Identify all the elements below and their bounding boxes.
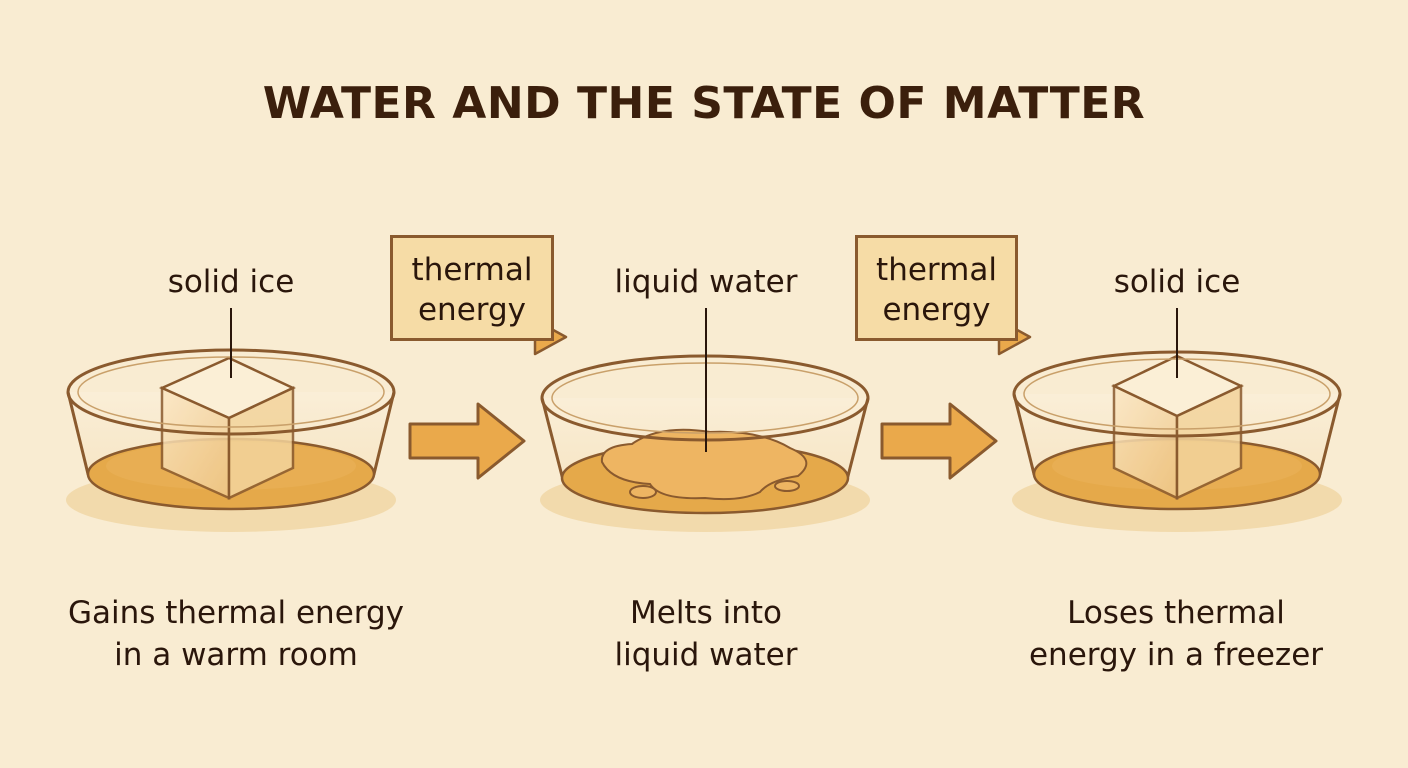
caption-line2: energy in a freezer — [1028, 637, 1324, 673]
melt-puddle — [600, 428, 808, 501]
stage-label-1: solid ice — [167, 264, 295, 300]
thermal-energy-box-2: thermal energy — [855, 235, 1018, 341]
page-title: WATER AND THE STATE OF MATTER — [262, 78, 1146, 129]
stage-label-2: liquid water — [614, 264, 798, 300]
stage-label-3: solid ice — [1113, 264, 1241, 300]
ice-cube-2 — [1111, 354, 1244, 500]
water-droplet — [774, 480, 800, 492]
caption-line1: Gains thermal energy — [67, 595, 405, 631]
dish-1 — [66, 308, 396, 532]
stage-caption-3: Loses thermal energy in a freezer — [986, 592, 1366, 676]
energy-box-line1: thermal — [876, 252, 997, 288]
ice-cube-1 — [158, 356, 296, 500]
stage-caption-1: Gains thermal energy in a warm room — [36, 592, 436, 676]
water-droplet — [629, 485, 657, 499]
caption-line1: Melts into — [630, 595, 782, 631]
thermal-energy-box-1: thermal energy — [390, 235, 554, 341]
arrow-right-1 — [408, 402, 526, 480]
dish-2 — [540, 308, 870, 532]
energy-box-line2: energy — [417, 292, 526, 328]
caption-line2: in a warm room — [114, 637, 358, 673]
caption-line1: Loses thermal — [1067, 595, 1285, 631]
stage-caption-2: Melts into liquid water — [526, 592, 886, 676]
caption-line2: liquid water — [614, 637, 798, 673]
arrow-right-2 — [880, 402, 998, 480]
energy-box-line2: energy — [882, 292, 991, 328]
energy-box-line1: thermal — [411, 252, 533, 288]
dish-3 — [1012, 308, 1342, 532]
